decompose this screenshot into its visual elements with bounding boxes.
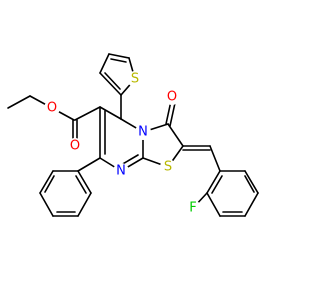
atom-n-bridge: N xyxy=(138,125,148,140)
atom-o-ester-ether: O xyxy=(47,101,57,116)
bond-vinyl-aryl xyxy=(209,145,221,172)
thiophene-sulfur-label: S xyxy=(127,71,143,87)
molecule-drawing: O O O S S N N xyxy=(7,53,259,217)
bond-c8a-n-ring-b xyxy=(120,154,139,166)
bond-phenyl-6 xyxy=(77,170,92,194)
bond-thiophene-c3-c2-b xyxy=(104,72,121,90)
bond-phenyl-inner-1 xyxy=(44,175,55,193)
bond-fluorophenyl-inner-3 xyxy=(211,175,223,194)
bond-fluorophenyl-3 xyxy=(244,192,259,217)
bond-c3-c2 xyxy=(167,123,184,147)
structure-diagram: O O O S S N N xyxy=(7,53,259,217)
ketone-oxygen-label: O xyxy=(164,89,180,105)
bond-thiophene-c3-c2-a xyxy=(99,72,122,96)
bond-ester-to-ring xyxy=(74,106,101,121)
thiazole-sulfur-label: S xyxy=(160,159,176,175)
bond-thiophene-c4-c3 xyxy=(99,53,110,74)
bond-thiophene-c5-c4-a xyxy=(108,53,130,59)
atom-o-ester-carbonyl: O xyxy=(70,139,80,154)
atom-n-ring: N xyxy=(116,164,126,179)
atom-o-ketone: O xyxy=(167,90,177,105)
bridgehead-nitrogen-label: N xyxy=(135,124,151,140)
bond-phenyl-3 xyxy=(39,192,54,217)
atom-label-layer: O O O S S N N xyxy=(44,71,201,216)
atom-f: F xyxy=(189,201,196,216)
bond-c6-c5 xyxy=(99,106,122,120)
bond-fluorophenyl-inner-1 xyxy=(244,175,255,193)
bond-fluorophenyl-6 xyxy=(206,170,221,194)
bond-ketone-double-b xyxy=(169,102,176,127)
bond-phenyl-2 xyxy=(39,170,54,194)
bond-ketone-double-a xyxy=(165,100,172,125)
ester-carbonyl-oxygen-label: O xyxy=(67,138,83,154)
atom-s-thiophene: S xyxy=(131,72,139,87)
atom-s-thiazole: S xyxy=(164,160,172,175)
bond-c7-phenyl xyxy=(77,157,101,172)
bond-ethyl-ch3-ch2 xyxy=(7,95,31,109)
bond-phenyl-5 xyxy=(77,192,92,217)
ester-ether-oxygen-label: O xyxy=(44,100,60,116)
bond-thiophene-c5-c4-b xyxy=(110,58,127,63)
bond-fluorophenyl-2 xyxy=(244,170,259,194)
bond-fluorophenyl-5 xyxy=(206,192,221,217)
bond-phenyl-inner-3 xyxy=(75,175,87,194)
fluorine-label: F xyxy=(185,200,201,216)
ring-nitrogen-label: N xyxy=(113,163,129,179)
